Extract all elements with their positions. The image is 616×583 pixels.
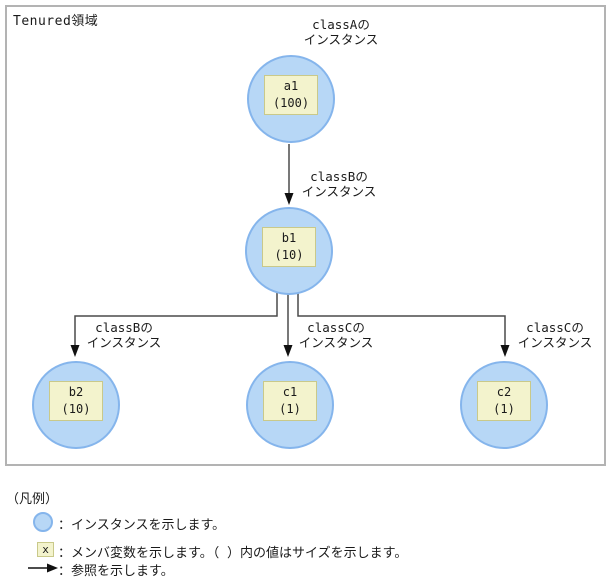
member-name-c1: c1 <box>282 385 298 399</box>
class-label-a1-line1: classAの <box>312 17 370 32</box>
member-name-a1: a1 <box>283 79 299 93</box>
member-size-b1: (10) <box>274 248 304 262</box>
instance-c2: c2 (1) <box>460 361 548 449</box>
member-box-a1: a1 (100) <box>264 75 318 115</box>
member-name-c2: c2 <box>496 385 512 399</box>
class-label-c2: classCの インスタンス <box>518 320 593 350</box>
class-label-a1: classAの インスタンス <box>304 17 379 47</box>
member-box-b1: b1 (10) <box>262 227 316 267</box>
member-size-b2: (10) <box>61 402 91 416</box>
member-name-b2: b2 <box>68 385 84 399</box>
member-size-c1: (1) <box>279 402 301 416</box>
tenured-region-label: Tenured領域 <box>13 14 99 29</box>
member-box-b2: b2 (10) <box>49 381 103 421</box>
member-name-b1: b1 <box>281 231 297 245</box>
class-label-b2: classBの インスタンス <box>87 320 162 350</box>
class-label-a1-line2: インスタンス <box>303 32 379 47</box>
member-size-a1: (100) <box>272 96 310 110</box>
legend-title: （凡例） <box>6 492 59 507</box>
class-label-c1-line2: インスタンス <box>298 335 374 350</box>
reference-arrow-icon <box>28 563 58 573</box>
member-box-c2: c2 (1) <box>477 381 531 421</box>
legend-member-text: ：メンバ変数を示します。（ ）内の値はサイズを示します。 <box>58 546 408 561</box>
class-label-b2-line2: インスタンス <box>86 335 162 350</box>
instance-circle-icon <box>33 512 53 532</box>
legend-instance-text: ：インスタンスを示します。 <box>58 518 226 533</box>
member-size-c2: (1) <box>493 402 515 416</box>
instance-b2: b2 (10) <box>32 361 120 449</box>
class-label-c2-line1: classCの <box>526 320 584 335</box>
class-label-b1: classBの インスタンス <box>302 169 377 199</box>
class-label-c1-line1: classCの <box>307 320 365 335</box>
instance-c1: c1 (1) <box>246 361 334 449</box>
member-box-icon: x <box>37 542 54 557</box>
legend-reference-text: ：参照を示します。 <box>58 564 174 579</box>
instance-b1: b1 (10) <box>245 207 333 295</box>
class-label-b1-line1: classBの <box>310 169 368 184</box>
class-label-c1: classCの インスタンス <box>299 320 374 350</box>
member-box-c1: c1 (1) <box>263 381 317 421</box>
class-label-b1-line2: インスタンス <box>301 184 377 199</box>
instance-a1: a1 (100) <box>247 55 335 143</box>
class-label-b2-line1: classBの <box>95 320 153 335</box>
class-label-c2-line2: インスタンス <box>517 335 593 350</box>
